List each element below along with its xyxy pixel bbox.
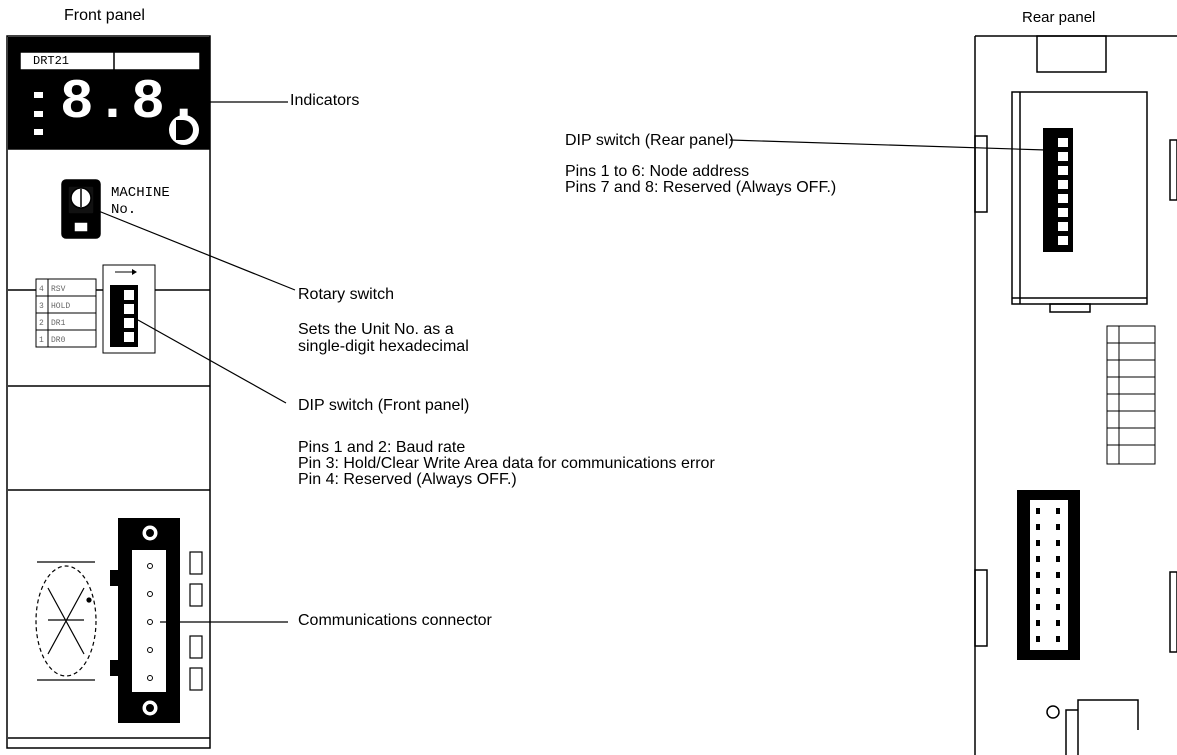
dip-rear-pins16: Pins 1 to 6: Node address [565, 163, 750, 180]
dip-rear-pins78: Pins 7 and 8: Reserved (Always OFF.) [565, 179, 837, 196]
svg-text:4: 4 [39, 285, 44, 294]
rotary-label-line1: MACHINE [111, 185, 170, 201]
front-dip-label-table [35, 278, 97, 348]
callout-rotary-switch: Rotary switch [298, 286, 395, 303]
svg-text:3: 3 [39, 302, 44, 311]
svg-text:RSV: RSV [51, 285, 66, 294]
svg-text:DR0: DR0 [51, 336, 66, 345]
wiring-symbol-icon [35, 561, 97, 681]
rotary-label-line2: No. [111, 202, 137, 218]
rear-dip-switch-icon [1043, 128, 1073, 252]
svg-text:HOLD: HOLD [51, 302, 70, 311]
rear-panel [974, 35, 1177, 755]
front-dip-switch-icon [102, 264, 156, 354]
rear-connector-icon [1017, 490, 1080, 660]
dip-front-pin12: Pins 1 and 2: Baud rate [298, 439, 466, 456]
svg-text:1: 1 [39, 336, 44, 345]
dip-front-pin3: Pin 3: Hold/Clear Write Area data for co… [298, 455, 715, 472]
svg-text:2: 2 [39, 319, 44, 328]
indicator-segments [34, 92, 43, 135]
callout-dip-rear: DIP switch (Rear panel) [565, 132, 734, 149]
front-panel-title: Front panel [64, 7, 145, 24]
callout-dip-front: DIP switch (Front panel) [298, 397, 470, 414]
dip-front-pin4: Pin 4: Reserved (Always OFF.) [298, 471, 517, 488]
seven-segment-display: 8.8. [60, 70, 203, 134]
rotary-desc-line2: single-digit hexadecimal [298, 338, 469, 355]
communications-connector-icon [110, 518, 203, 723]
rear-panel-title: Rear panel [1022, 9, 1096, 26]
rear-dip-label-table [1106, 325, 1156, 465]
callout-comms-connector: Communications connector [298, 612, 492, 629]
svg-text:DR1: DR1 [51, 319, 66, 328]
front-dip-table-text: 4 RSV 3 HOLD 2 DR1 1 DR0 [39, 285, 70, 345]
callout-indicators: Indicators [290, 92, 360, 109]
model-label: DRT21 [33, 54, 70, 68]
leader-lines [95, 101, 1047, 623]
rotary-switch-icon [61, 179, 101, 239]
indicator-d-icon [169, 115, 199, 145]
rotary-desc-line1: Sets the Unit No. as a [298, 321, 454, 338]
